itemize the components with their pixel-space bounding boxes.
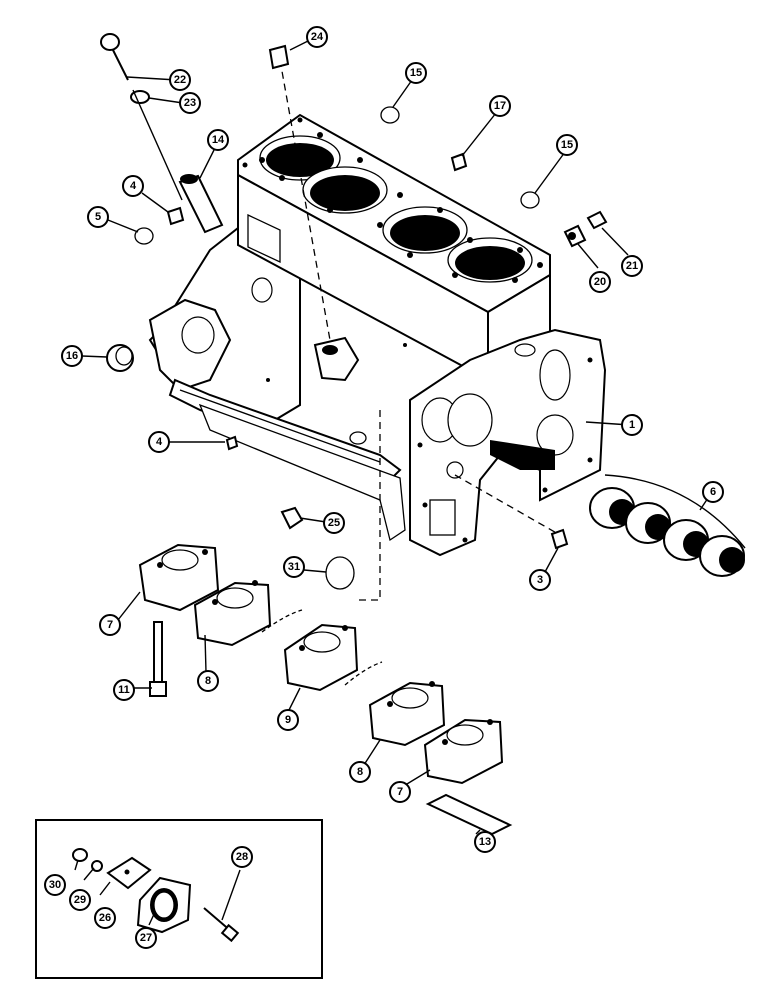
callout-label: 24 [311, 31, 324, 43]
bearing-cap-7-bottom [423, 718, 504, 785]
callout-14: 14 [207, 129, 229, 151]
callout-label: 7 [107, 619, 113, 631]
callout-label: 20 [594, 276, 606, 288]
callout-4-top: 4 [122, 175, 144, 197]
callout-label: 22 [174, 74, 186, 86]
bearing-cap-9 [283, 623, 359, 692]
plug-24 [268, 44, 290, 70]
callout-28: 28 [231, 846, 253, 868]
leader-lines [74, 39, 713, 926]
callout-26: 26 [94, 907, 116, 929]
callout-31: 31 [283, 556, 305, 578]
callout-label: 11 [118, 684, 130, 696]
callout-6: 6 [702, 481, 724, 503]
callout-label: 31 [288, 561, 300, 573]
callout-29: 29 [69, 889, 91, 911]
callout-27: 27 [135, 927, 157, 949]
bearing-cap-8-top [193, 580, 272, 647]
callout-30: 30 [44, 874, 66, 896]
fittings-20-21 [563, 210, 608, 248]
callout-label: 30 [49, 879, 61, 891]
callout-label: 4 [156, 436, 163, 448]
callout-8-bottom: 8 [349, 761, 371, 783]
callout-25: 25 [323, 512, 345, 534]
callout-16: 16 [61, 345, 83, 367]
callout-label: 16 [66, 350, 78, 362]
callout-label: 15 [410, 67, 422, 79]
callout-label: 5 [95, 211, 101, 223]
callout-label: 6 [710, 486, 716, 498]
callout-label: 15 [561, 139, 573, 151]
callout-11: 11 [113, 679, 135, 701]
callout-label: 27 [140, 932, 152, 944]
callout-5: 5 [87, 206, 109, 228]
plug-5 [134, 227, 154, 245]
plate-13 [425, 793, 513, 836]
callout-21: 21 [621, 255, 643, 277]
callout-22: 22 [169, 69, 191, 91]
callout-23: 23 [179, 92, 201, 114]
callout-label: 17 [494, 100, 506, 112]
callout-15-left: 15 [405, 62, 427, 84]
cam-bearings [589, 474, 746, 577]
callout-7-bottom: 7 [389, 781, 411, 803]
callout-label: 8 [205, 675, 211, 687]
callout-label: 8 [357, 766, 363, 778]
dipstick [100, 33, 183, 201]
callout-13: 13 [474, 831, 496, 853]
callout-1: 1 [621, 414, 643, 436]
seal-16 [106, 344, 134, 372]
callout-label: 26 [99, 912, 111, 924]
callout-17: 17 [489, 95, 511, 117]
callout-20: 20 [589, 271, 611, 293]
callout-label: 14 [212, 134, 225, 146]
callout-label: 1 [629, 419, 635, 431]
inset-detail [35, 819, 323, 979]
callout-label: 4 [130, 180, 137, 192]
callout-label: 25 [328, 517, 340, 529]
tube-14 [178, 174, 224, 234]
callout-label: 29 [74, 894, 86, 906]
callout-label: 21 [626, 260, 638, 272]
callout-4-side: 4 [148, 431, 170, 453]
callout-3: 3 [529, 569, 551, 591]
callout-7-top: 7 [99, 614, 121, 636]
callout-label: 23 [184, 97, 196, 109]
callout-label: 28 [236, 851, 248, 863]
bearing-cap-8-bottom [368, 681, 446, 747]
callout-label: 7 [397, 786, 403, 798]
callout-8-top: 8 [197, 670, 219, 692]
cylinder-block [148, 113, 607, 557]
callout-15-right: 15 [556, 134, 578, 156]
bearing-cap-7-top [138, 543, 220, 612]
callout-label: 9 [285, 714, 291, 726]
callout-label: 3 [537, 574, 543, 586]
callout-24: 24 [306, 26, 328, 48]
callout-9: 9 [277, 709, 299, 731]
callout-label: 13 [479, 836, 491, 848]
bolt-11 [149, 621, 167, 697]
